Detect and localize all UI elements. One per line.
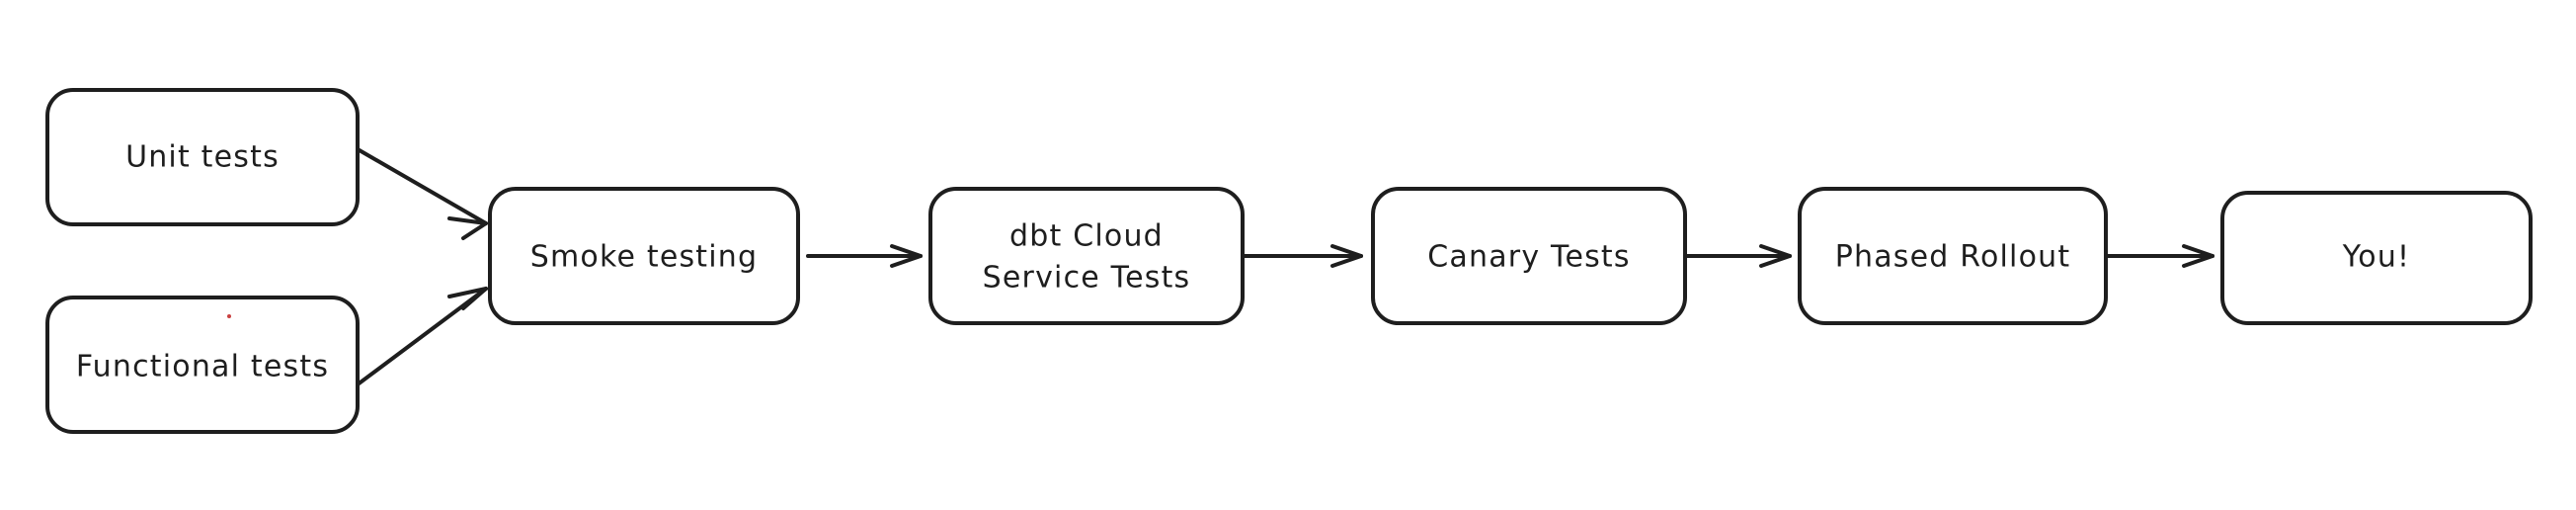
node-smoke-testing-label: Smoke testing [530,240,759,275]
node-you[interactable]: You! [2220,191,2533,325]
node-dbt-cloud-service-tests-shape[interactable] [928,187,1245,325]
node-dbt-cloud-service-tests[interactable]: dbt Cloud Service Tests [928,187,1245,325]
node-phased-rollout-label: Phased Rollout [1835,240,2071,275]
node-canary-tests-label: Canary Tests [1427,240,1630,275]
node-functional-tests-shape[interactable] [45,296,360,434]
edge-smoke-testing-to-dbt-cloud-service-tests [806,244,923,268]
node-phased-rollout[interactable]: Phased Rollout [1798,187,2108,325]
node-unit-tests-shape[interactable] [45,88,360,226]
edge-dbt-cloud-service-tests-to-canary-tests [1241,244,1363,268]
ink-speck [227,314,231,318]
node-you-label: You! [2342,240,2411,275]
node-functional-tests-label: Functional tests [76,350,329,384]
edge-canary-tests-to-phased-rollout [1683,244,1792,268]
node-canary-tests-shape[interactable] [1371,187,1687,325]
node-smoke-testing-shape[interactable] [488,187,800,325]
edge-unit-tests-to-smoke-testing [356,147,488,240]
node-phased-rollout-shape[interactable] [1798,187,2108,325]
edge-functional-tests-to-smoke-testing [356,287,488,386]
node-unit-tests[interactable]: Unit tests [45,88,360,226]
node-dbt-cloud-service-tests-label-line1: dbt Cloud [1009,219,1164,254]
node-you-shape[interactable] [2220,191,2533,325]
node-functional-tests[interactable]: Functional tests [45,296,360,434]
edge-phased-rollout-to-you [2104,244,2214,268]
node-dbt-cloud-service-tests-label-line2: Service Tests [983,261,1191,296]
node-canary-tests[interactable]: Canary Tests [1371,187,1687,325]
node-unit-tests-label: Unit tests [125,140,280,175]
node-smoke-testing[interactable]: Smoke testing [488,187,800,325]
